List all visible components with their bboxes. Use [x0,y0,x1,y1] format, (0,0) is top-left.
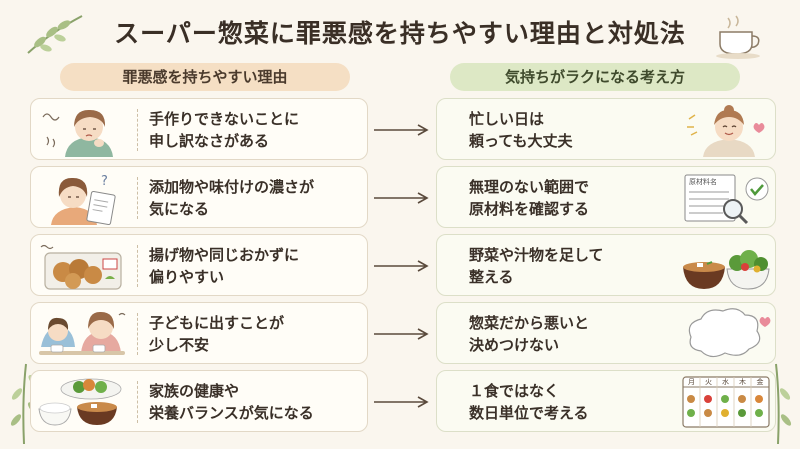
fried-food-pack-icon [40,244,122,290]
arrow-right-icon [374,124,429,136]
card-divider [137,177,138,219]
solution-text-5: １食ではなく 数日単位で考える [469,382,589,422]
left-column-header: 罪悪感を持ちやすい理由 [60,63,350,91]
coffee-cup-icon [716,15,760,59]
smiling-woman-icon [687,105,765,157]
solution-text-1: 忙しい日は 頼っても大丈夫 [469,110,573,150]
card-divider [137,109,138,151]
solution-card-5: １食ではなく 数日単位で考える 月 火 水 木 金 [436,370,776,432]
woman-reading-label-icon: ? [51,174,116,225]
card-divider [137,313,138,355]
card-divider [137,245,138,287]
reason-text-4: 子どもに出すことが 少し不安 [149,314,285,354]
family-meal-icon [38,378,122,426]
solution-card-1: 忙しい日は 頼っても大丈夫 [436,98,776,160]
solution-text-4: 惣菜だから悪いと 決めつけない [469,314,590,354]
right-column-header: 気持ちがラクになる考え方 [450,63,740,91]
thought-bubble-icon [688,308,771,358]
reason-card-4: 子どもに出すことが 少し不安 [30,302,368,364]
reason-card-1: 手作りできないことに 申し訳なさがある [30,98,368,160]
arrow-right-icon [374,260,429,272]
reason-text-2: 添加物や味付けの濃さが 気になる [149,178,315,218]
reason-text-3: 揚げ物や同じおかずに 偏りやすい [149,246,300,286]
svg-text:?: ? [101,174,108,189]
page-title: スーパー惣菜に罪悪感を持ちやすい理由と対処法 [114,19,686,48]
calendar-day-label: 月 [688,378,695,386]
calendar-day-label: 金 [756,378,764,386]
reason-text-1: 手作りできないことに 申し訳なさがある [149,110,300,150]
meal-calendar-illustration: 月 火 水 木 金 [681,375,771,429]
label-sheet-heading: 原材料名 [689,178,717,186]
label-sheet-icon [684,174,769,225]
reason-card-2: ? 添加物や味付けの濃さが 気になる [30,166,368,228]
calendar-day-label: 木 [739,378,746,386]
solution-card-2: 無理のない範囲で 原材料を確認する 原材料名 [436,166,776,228]
card-divider [137,381,138,423]
soup-and-salad-icon [683,250,770,290]
calendar-icon [682,376,770,428]
solution-text-2: 無理のない範囲で 原材料を確認する [469,178,590,218]
worried-woman-icon [42,109,113,157]
solution-text-3: 野菜や汁物を足して 整える [469,246,604,286]
parent-and-child-icon [39,311,126,355]
solution-card-3: 野菜や汁物を足して 整える [436,234,776,296]
solution-card-4: 惣菜だから悪いと 決めつけない [436,302,776,364]
leaf-sprig-icon [27,15,83,54]
arrow-right-icon [374,192,429,204]
calendar-day-label: 火 [705,378,712,386]
reason-card-3: 揚げ物や同じおかずに 偏りやすい [30,234,368,296]
calendar-day-row: 月 火 水 木 金 [683,377,769,387]
arrow-right-icon [374,328,429,340]
arrow-right-icon [374,396,429,408]
calendar-day-label: 水 [722,378,729,386]
reason-card-5: 家族の健康や 栄養バランスが気になる [30,370,368,432]
ingredient-label-illustration: 原材料名 [681,171,771,225]
reason-text-5: 家族の健康や 栄養バランスが気になる [149,382,314,422]
